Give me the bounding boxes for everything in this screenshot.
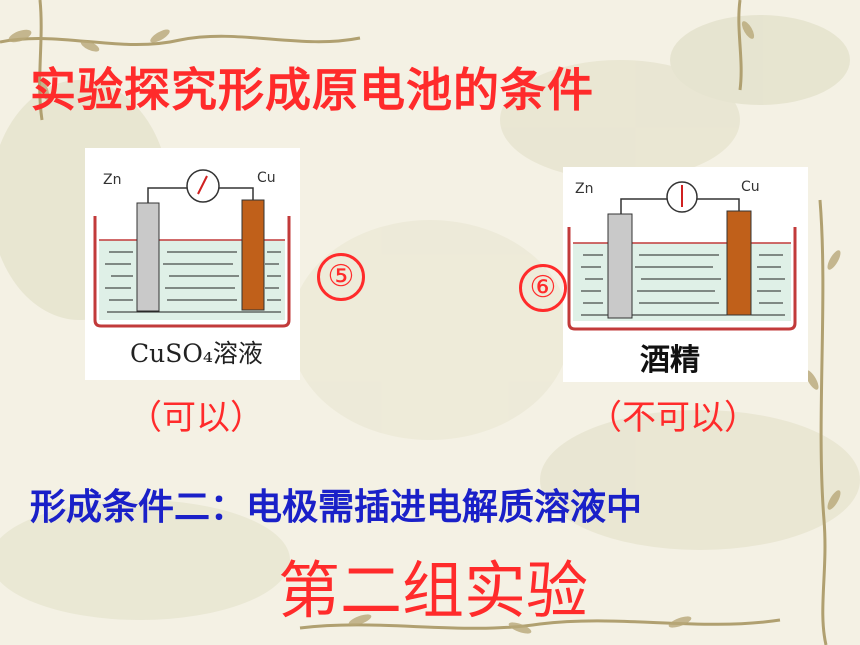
solution-lines	[105, 251, 281, 313]
copper-electrode	[726, 210, 752, 316]
wire	[620, 198, 740, 215]
experiment-5-diagram: Zn Cu	[85, 148, 300, 380]
copper-electrode	[241, 199, 265, 311]
zinc-electrode-label: Zn	[103, 172, 121, 188]
solution-label-alcohol: 酒精	[640, 343, 700, 378]
zinc-electrode	[607, 213, 633, 319]
copper-electrode-label: Cu	[257, 170, 276, 186]
vine-leaves	[8, 21, 841, 634]
beaker	[567, 227, 797, 331]
zinc-electrode	[136, 202, 160, 312]
condition-statement: 形成条件二：电极需插进电解质溶液中	[30, 487, 643, 528]
experiment-number-5: ⑤	[317, 253, 365, 301]
experiment-6-diagram: Zn Cu	[563, 167, 808, 382]
copper-electrode-label: Cu	[741, 179, 760, 195]
galvanic-cell-diagram: Zn Cu	[567, 179, 797, 331]
wire	[147, 187, 254, 204]
galvanometer-icon	[186, 169, 220, 203]
result-label-5: （可以）	[128, 398, 264, 438]
zinc-electrode-label: Zn	[575, 181, 593, 197]
result-label-6: （不可以）	[588, 398, 758, 438]
experiment-number-6: ⑥	[519, 264, 567, 312]
vine-border-bottom	[299, 199, 828, 645]
group-title: 第二组实验	[278, 554, 589, 627]
galvanic-cell-diagram: Zn Cu	[93, 169, 291, 328]
page-title: 实验探究形成原电池的条件	[30, 63, 594, 117]
galvanometer-icon	[666, 181, 698, 213]
vine-border-top	[0, 0, 743, 121]
solution-label-cuso4: CuSO₄溶液	[130, 339, 263, 368]
